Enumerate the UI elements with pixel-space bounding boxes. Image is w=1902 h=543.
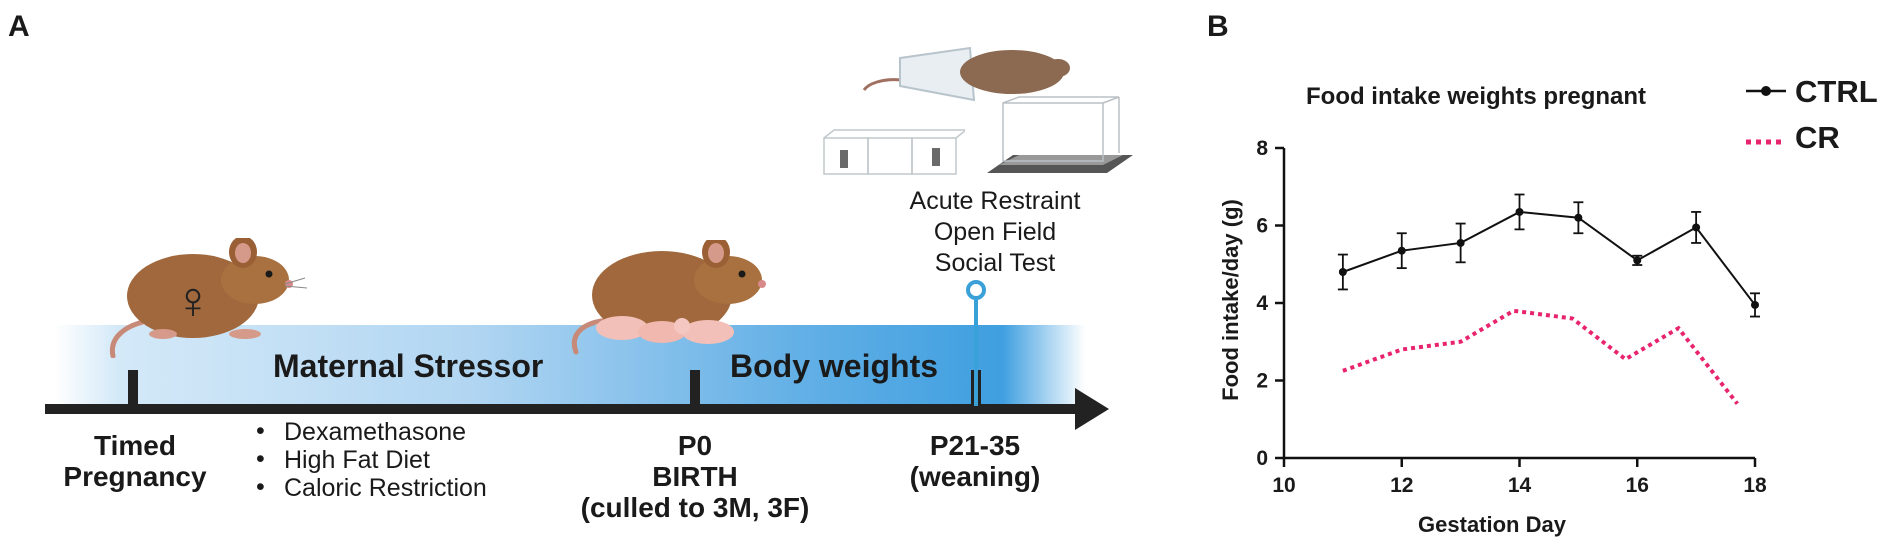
y-tick-label: 8: [1256, 137, 1268, 160]
chart-axes: 10 12 14 16 18 0 2 4 6 8: [1256, 137, 1767, 497]
test-item: Acute Restraint: [909, 187, 1081, 215]
timeline-axis: [45, 404, 1085, 414]
data-point: [1338, 268, 1347, 276]
stressor-item: High Fat Diet: [252, 445, 487, 474]
panel-b-label: B: [1207, 10, 1229, 43]
series-line-ctrl: [1342, 210, 1756, 306]
social-test-box-icon: [823, 129, 965, 175]
female-symbol: ♀: [174, 272, 213, 330]
test-item: Open Field: [933, 218, 1057, 246]
tick-timed-pregnancy: [128, 370, 138, 410]
y-tick-label: 4: [1256, 292, 1268, 315]
series-line-cr: [1342, 308, 1739, 405]
x-tick-label: 12: [1390, 474, 1413, 497]
test-item: Social Test: [934, 249, 1056, 277]
x-tick-label: 18: [1743, 474, 1767, 497]
y-tick-label: 2: [1256, 370, 1268, 393]
stressor-item: Dexamethasone: [252, 417, 487, 446]
y-tick-label: 0: [1256, 447, 1268, 470]
data-point: [1456, 238, 1465, 247]
x-axis-label: Gestation Day: [1418, 512, 1567, 537]
stressor-item: Caloric Restriction: [252, 473, 487, 502]
birth-label: P0 BIRTH (culled to 3M, 3F): [580, 430, 810, 523]
food-intake-chart: Food intake weights pregnant 10 12 14 16 18 0…: [1218, 74, 1878, 537]
chart-legend: CTRL CR: [1746, 74, 1878, 155]
timeline-band: [55, 325, 1085, 407]
y-axis-label: Food intake/day (g): [1218, 199, 1243, 401]
behavioral-tests-list: Acute Restraint Open Field Social Test: [855, 186, 1135, 279]
mouse-with-pups-icon: [571, 240, 766, 355]
data-point: [1751, 300, 1759, 309]
panel-a-label: A: [8, 10, 30, 43]
y-tick-label: 6: [1256, 215, 1268, 238]
data-point: [1692, 223, 1701, 232]
data-point: [1397, 246, 1406, 255]
restraint-mouse-icon: [862, 46, 1070, 102]
pregnant-mouse-icon: ♀: [109, 238, 308, 358]
x-tick-label: 16: [1626, 474, 1649, 497]
series-layer: [1337, 193, 1760, 405]
x-tick-label: 14: [1508, 474, 1532, 497]
data-point: [1515, 207, 1524, 216]
maternal-stressor-label: Maternal Stressor: [273, 348, 544, 384]
timed-pregnancy-label: Timed Pregnancy: [63, 430, 207, 492]
legend-marker-ctrl: [1761, 86, 1771, 96]
weaning-label: P21-35 (weaning): [909, 430, 1041, 492]
tick-p0: [690, 370, 700, 410]
legend-label-cr: CR: [1795, 120, 1840, 155]
data-point: [1574, 213, 1583, 222]
chart-title: Food intake weights pregnant: [1306, 83, 1646, 110]
legend-label-ctrl: CTRL: [1795, 74, 1878, 109]
x-tick-label: 10: [1272, 474, 1295, 497]
open-field-box-icon: [987, 96, 1133, 173]
body-weights-label: Body weights: [730, 348, 939, 384]
data-point: [1633, 256, 1642, 265]
stressor-list: Dexamethasone High Fat Diet Caloric Rest…: [252, 417, 487, 502]
timeline-arrowhead: [1075, 388, 1109, 430]
test-pin-icon: [966, 280, 986, 406]
